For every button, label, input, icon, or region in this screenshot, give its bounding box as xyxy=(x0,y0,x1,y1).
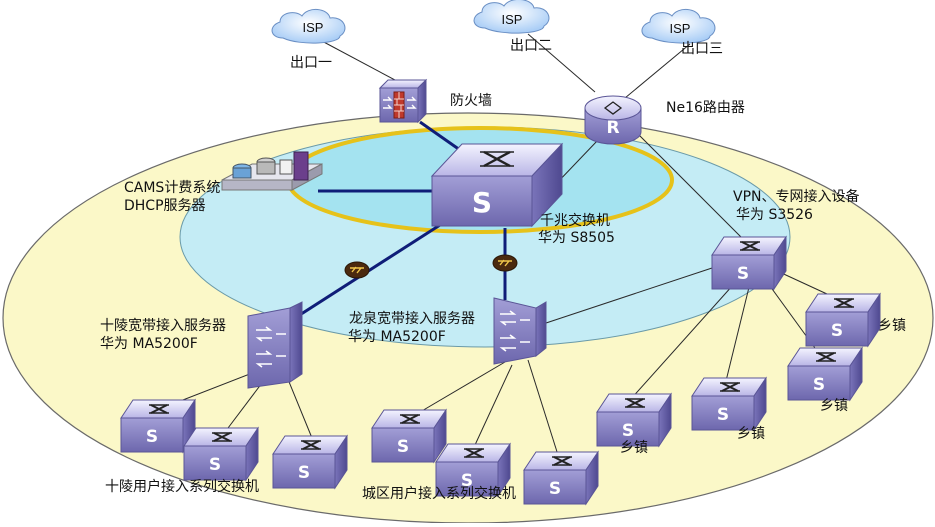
bras2-label-line2: 华为 MA5200F xyxy=(348,329,446,345)
town-switch-4: S xyxy=(596,393,672,447)
isp-label-1: ISP xyxy=(302,20,324,35)
bras1-device xyxy=(247,301,303,389)
isp-cloud-2 xyxy=(473,0,550,34)
isp-label-3: ISP xyxy=(669,21,691,36)
vpn-switch-device: S xyxy=(711,236,787,290)
bras1-label-line1: 十陵宽带接入服务器 xyxy=(100,318,226,334)
urban-switch-2-glyph: S xyxy=(461,471,473,491)
urban-access-switch-3: S xyxy=(523,451,599,505)
town-switch-2: S xyxy=(787,347,863,401)
shiling-switch-3-glyph: S xyxy=(298,463,310,483)
town-label-2: 乡镇 xyxy=(820,398,848,414)
link-bras2-sw1 xyxy=(414,361,506,416)
router-glyph: R xyxy=(606,118,619,138)
cams-server-device xyxy=(221,151,323,191)
link-isp3-router xyxy=(624,43,691,99)
shiling-switch-1-glyph: S xyxy=(146,427,158,447)
shiling-access-label: 十陵用户接入系列交换机 xyxy=(105,479,259,495)
urban-access-label: 城区用户接入系列交换机 xyxy=(362,486,516,502)
town-switch-3: S xyxy=(691,377,767,431)
link-marker-2 xyxy=(492,254,518,272)
urban-access-switch-1: S xyxy=(371,409,447,463)
isp-exit-2-label: 出口二 xyxy=(510,38,552,54)
shiling-access-switch-1: S xyxy=(120,399,196,453)
router-label: Ne16路由器 xyxy=(666,100,745,116)
town-label-4: 乡镇 xyxy=(620,440,648,456)
bras2-label-line1: 龙泉宽带接入服务器 xyxy=(349,311,475,327)
server-label-line2: DHCP服务器 xyxy=(124,198,206,214)
town-switch-4-glyph: S xyxy=(622,421,634,441)
link-vpn-town1 xyxy=(629,274,743,401)
bras2-device xyxy=(493,297,547,365)
shiling-access-switch-2: S xyxy=(183,427,259,481)
link-firewall-core xyxy=(419,120,461,152)
town-switch-2-glyph: S xyxy=(813,375,825,395)
server-label-line1: CAMS计费系统 xyxy=(124,180,221,196)
bras1-label-line2: 华为 MA5200F xyxy=(100,336,198,352)
town-label-3: 乡镇 xyxy=(737,426,765,442)
vpn-label-line1: VPN、专网接入设备 xyxy=(733,189,860,205)
urban-access-switch-2: S xyxy=(435,443,511,497)
link-router-vpn xyxy=(631,127,745,241)
shiling-access-switch-3: S xyxy=(272,435,348,489)
shiling-switch-2-glyph: S xyxy=(209,455,221,475)
router-device: R xyxy=(584,95,642,145)
isp-exit-3-label: 出口三 xyxy=(681,41,723,57)
link-bras1-sw3 xyxy=(284,371,313,439)
isp-exit-1-label: 出口一 xyxy=(290,55,332,71)
core-switch-label-line2: 华为 S8505 xyxy=(538,230,615,246)
isp-cloud-3 xyxy=(641,9,716,44)
urban-switch-1-glyph: S xyxy=(397,437,409,457)
town-label-1: 乡镇 xyxy=(878,318,906,334)
town-switch-1: S xyxy=(805,293,881,347)
core-switch-glyph: S xyxy=(472,186,492,219)
link-isp2-router xyxy=(527,33,596,93)
core-switch-label-line1: 千兆交换机 xyxy=(540,213,610,229)
urban-switch-3-glyph: S xyxy=(549,479,561,499)
isp-label-2: ISP xyxy=(501,12,523,27)
link-bras1-sw1 xyxy=(169,369,261,406)
link-bras2-sw3 xyxy=(527,359,559,456)
link-vpn-town2 xyxy=(724,274,753,386)
isp-cloud-1 xyxy=(271,9,346,44)
town-switch-3-glyph: S xyxy=(717,405,729,425)
firewall-device xyxy=(378,78,428,124)
link-vpn-bras2 xyxy=(539,267,713,326)
vpn-label-line2: 华为 S3526 xyxy=(736,207,813,223)
link-bras2-sw2 xyxy=(474,364,513,446)
town-switch-1-glyph: S xyxy=(831,321,843,341)
firewall-label: 防火墙 xyxy=(450,93,492,109)
vpn-switch-glyph: S xyxy=(737,264,749,284)
link-marker-1 xyxy=(344,261,370,279)
core-switch-device: S xyxy=(430,142,564,228)
